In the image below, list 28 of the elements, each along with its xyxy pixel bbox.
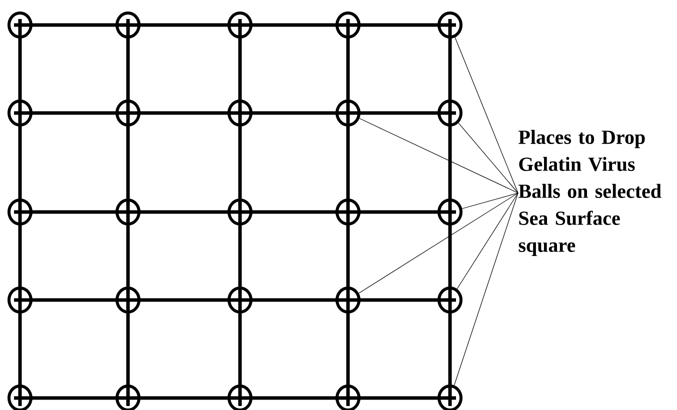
grid-circle (228, 198, 252, 226)
leader-line (462, 192, 518, 209)
grid-circle (438, 100, 462, 126)
leader-line (359, 118, 518, 194)
grid-circle (228, 286, 252, 314)
leader-line (454, 37, 518, 194)
grid-circle (8, 286, 32, 314)
grid-circle (438, 286, 462, 314)
grid-circle (336, 198, 360, 226)
grid-circle (228, 100, 252, 126)
grid-circle (116, 286, 140, 314)
label-text: Places to Drop Gelatin Virus Balls on selected Sea Surface square (518, 130, 662, 256)
grid-circle (336, 100, 360, 126)
leader-line (456, 192, 518, 290)
grid-circle (116, 100, 140, 126)
grid-circle (8, 100, 32, 126)
grid-circle (336, 286, 360, 314)
grid-circle (228, 12, 252, 38)
grid-circle (116, 198, 140, 226)
leader-line (454, 192, 518, 386)
grid-circle (8, 198, 32, 226)
grid-circle (438, 12, 462, 38)
grid-circle (336, 12, 360, 38)
leader-line (458, 122, 518, 194)
grid-circle (8, 12, 32, 38)
grid-circle (438, 198, 462, 226)
leader-line (358, 192, 518, 294)
grid-circle (116, 12, 140, 38)
